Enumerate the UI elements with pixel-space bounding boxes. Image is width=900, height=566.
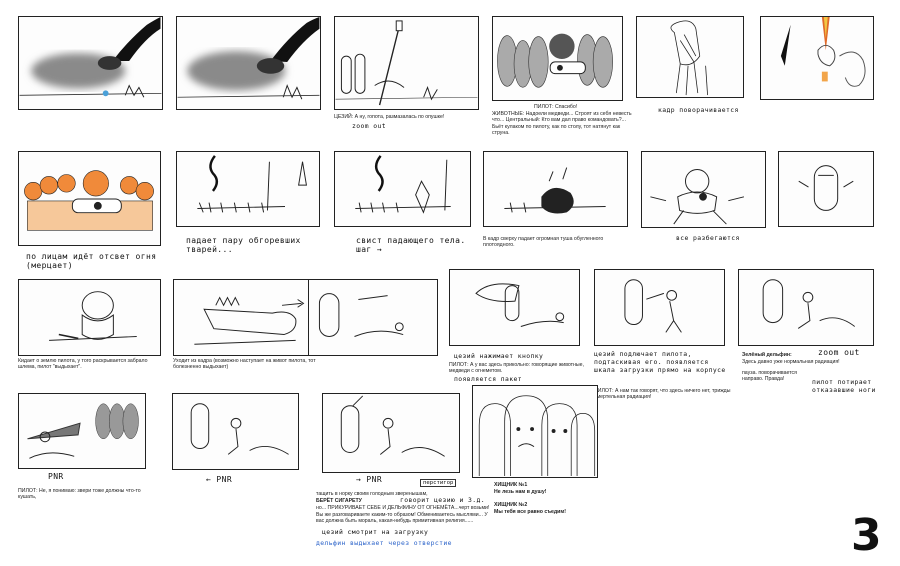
panel-5: [636, 16, 744, 98]
panel-21: [322, 393, 460, 473]
caption-p21-a: тащить в норку своим голодным зверенышам…: [316, 491, 428, 497]
hand-p20: ← PNR: [206, 475, 233, 484]
panel-20: [172, 393, 299, 470]
panel-16: [449, 269, 580, 346]
hand-p21: → PNR: [356, 475, 383, 484]
caption-p18-a: Здесь давно уже нормальная радиация!: [742, 359, 840, 365]
caption-p17: ПИЛОТ: А нам так говорят, что здесь ниче…: [594, 388, 731, 401]
hand-p18: zoom out: [818, 348, 860, 357]
caption-p16: ПИЛОТ: А у вас здесь прикольно: говорящи…: [449, 362, 584, 375]
hand-p11: все разбегаются: [676, 234, 740, 242]
caption-p22-b: Не лезь нам в душу!: [494, 489, 547, 495]
hand-p21-blue: дельфин выдыхает через отверстие: [316, 539, 452, 547]
caption-p4-a: ПИЛОТ: Спасибо!: [534, 104, 578, 110]
panel-14: [173, 279, 318, 356]
hand-p7: по лицам идёт отсвет огня (мерцает): [26, 252, 157, 270]
hand-p19: PNR: [48, 472, 64, 481]
caption-p18-b: пауза. поворачивается направо. Правда!: [742, 370, 797, 383]
panel-18: [738, 269, 874, 346]
caption-p14: Уходит из кадра (возможно наступает на ж…: [173, 358, 316, 371]
panel-22: [472, 385, 598, 478]
caption-p21-d: Вы же разговариваете каким-то образом! О…: [316, 512, 488, 525]
caption-p21-b: БЕРЁТ СИГАРЕТУ: [316, 498, 362, 504]
hand-p21-b: говорит цезию и 3.д.: [400, 496, 485, 504]
caption-p19: ПИЛОТ: Не, я понимаю: звери тоже должны …: [18, 488, 141, 501]
panel-8: [176, 151, 320, 227]
panel-4: [492, 16, 623, 101]
hand-p17: цезий подлючает пилота, подтаскивая его.…: [594, 350, 726, 374]
hand-p16-b: появляется пакет: [454, 375, 522, 383]
caption-p21-c: но... ПРИКУРИВАЕТ СЕБЕ И ДЕЛЬФИНУ ОТ ОГН…: [316, 505, 490, 511]
panel-1: [18, 16, 163, 110]
caption-p22-a: ХИЩНИК №1: [494, 482, 528, 488]
hand-p18-b: пилот потирает отказавшие ноги: [812, 378, 876, 394]
hand-p5: кадр поворачивается: [658, 106, 739, 114]
panel-2: [176, 16, 321, 110]
caption-p22-c: ХИЩНИК №2: [494, 502, 528, 508]
hand-p16: цезий нажимает кнопку: [454, 352, 544, 360]
caption-p18-speaker: Зелёный дельфин:: [742, 352, 792, 358]
panel-17: [594, 269, 725, 346]
panel-12: [778, 151, 874, 227]
panel-3: [334, 16, 479, 110]
panel-15: [308, 279, 438, 356]
hand-p3: zoom out: [352, 122, 386, 130]
tag-p21: перстигор: [420, 479, 457, 487]
hand-p9: свист падающего тела. шаг →: [356, 236, 466, 254]
panel-7: [18, 151, 161, 246]
hand-p8: падает пару обгоревших тварей...: [186, 236, 301, 254]
panel-9: [334, 151, 471, 227]
panel-13: [18, 279, 161, 356]
hand-p21-c: цезий смотрит на загрузку: [322, 528, 429, 536]
panel-11: [641, 151, 766, 228]
panel-19: [18, 393, 146, 469]
caption-p3: ЦЕЗИЙ: А ну, гопота, размазалась по опуш…: [334, 114, 445, 120]
caption-p13: Кидает о землю пилота, у того раскрывает…: [18, 358, 148, 371]
panel-10: [483, 151, 628, 227]
panel-6: [760, 16, 874, 100]
caption-p10: В кадр сверху падает огромная туша обугл…: [483, 236, 604, 249]
page-number: 3: [851, 510, 882, 561]
caption-p22-d: Мы тебя все равно съедим!: [494, 509, 566, 515]
caption-p4-b: ЖИВОТНЫЕ: Надоели медведи... Строят из с…: [492, 111, 632, 137]
